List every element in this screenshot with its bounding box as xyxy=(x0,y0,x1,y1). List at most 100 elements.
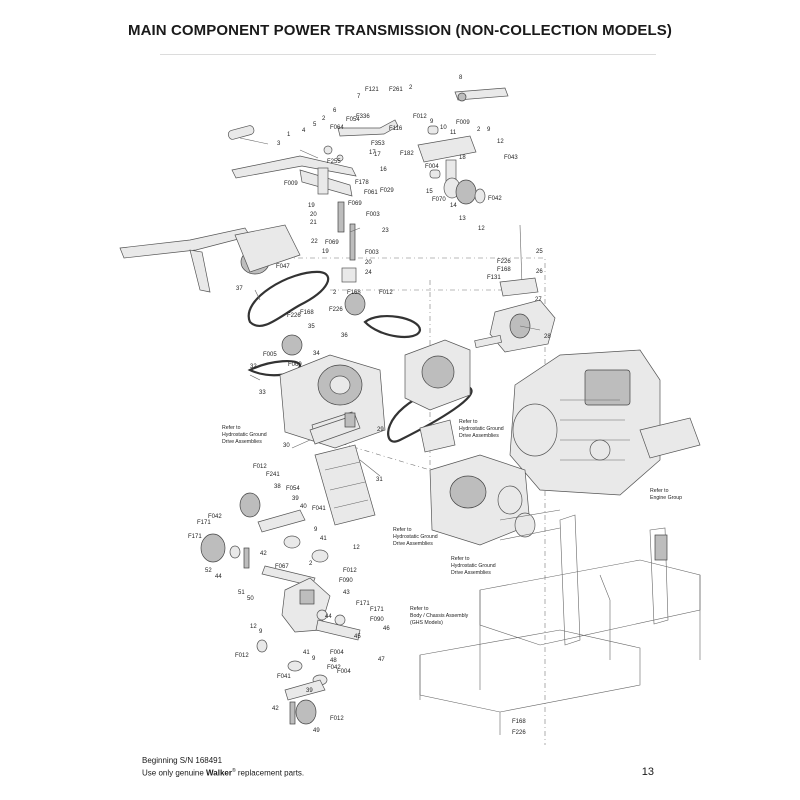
callout: F226 xyxy=(512,730,526,736)
footer-use-prefix: Use only genuine xyxy=(142,768,207,778)
callout: F182 xyxy=(400,151,414,157)
svg-text:Hydrostatic Ground: Hydrostatic Ground xyxy=(222,432,267,438)
callout: 40 xyxy=(300,504,307,510)
callout: F070 xyxy=(432,197,446,203)
svg-text:Drive Assemblies: Drive Assemblies xyxy=(451,570,491,576)
callout: F054 xyxy=(286,486,300,492)
callout: 9 xyxy=(430,119,434,125)
callout: 11 xyxy=(450,130,457,136)
callout: F178 xyxy=(355,180,369,186)
svg-text:Hydrostatic Ground: Hydrostatic Ground xyxy=(459,426,504,432)
lift-frame xyxy=(119,224,301,293)
callout: 30 xyxy=(283,443,290,449)
callout: F069 xyxy=(288,362,302,368)
callout: 36 xyxy=(341,333,348,339)
callout: F041 xyxy=(277,674,291,680)
callout: F042 xyxy=(327,665,341,671)
callout: 44 xyxy=(215,574,222,580)
callout: 33 xyxy=(259,390,266,396)
lower-left-parts xyxy=(200,492,361,725)
callout: F064 xyxy=(330,125,344,131)
center-gearbox xyxy=(404,339,471,453)
callout: F054 xyxy=(346,117,360,123)
callout: 34 xyxy=(313,351,320,357)
callout: F171 xyxy=(356,601,370,607)
callout: 2 xyxy=(409,85,413,91)
callout: 17 xyxy=(369,150,376,156)
callout: 14 xyxy=(450,203,457,209)
callout: 44 xyxy=(325,614,332,620)
callout: 48 xyxy=(330,658,337,664)
callout: 21 xyxy=(310,220,317,226)
callout: 27 xyxy=(535,297,542,303)
callout: F171 xyxy=(188,534,202,540)
shaft-30 xyxy=(309,412,361,445)
callout: 10 xyxy=(440,125,447,131)
callout: 18 xyxy=(459,155,466,161)
callout: F069 xyxy=(348,201,362,207)
callout: F171 xyxy=(370,607,384,613)
callout: 3 xyxy=(277,141,281,147)
callout: 2 xyxy=(333,290,337,296)
page-title: MAIN COMPONENT POWER TRANSMISSION (NON-C… xyxy=(127,22,672,39)
callout: 7 xyxy=(357,94,361,100)
callout: 39 xyxy=(306,688,313,694)
callout: F012 xyxy=(253,464,267,470)
callout: F041 xyxy=(312,506,326,512)
engine xyxy=(509,349,701,496)
callout: 9 xyxy=(314,527,318,533)
callout: F171 xyxy=(197,520,211,526)
callout: 15 xyxy=(426,189,433,195)
callout: F069 xyxy=(325,240,339,246)
callout: 22 xyxy=(311,239,318,245)
callout: 43 xyxy=(343,590,350,596)
callout: 26 xyxy=(536,269,543,275)
callout: F012 xyxy=(413,114,427,120)
callout: F012 xyxy=(235,653,249,659)
callout: 16 xyxy=(380,167,387,173)
callout: F226 xyxy=(329,307,343,313)
callout: 41 xyxy=(320,536,327,542)
callout: 20 xyxy=(365,260,372,266)
callout: 2 xyxy=(309,561,313,567)
svg-text:Refer to: Refer to xyxy=(410,606,429,612)
callout: F012 xyxy=(379,290,393,296)
callout: 41 xyxy=(303,650,310,656)
callout: F226 xyxy=(497,259,511,265)
callout: F116 xyxy=(389,126,403,132)
callout: F168 xyxy=(512,719,526,725)
callout: F043 xyxy=(504,155,518,161)
callout: F241 xyxy=(266,472,280,478)
part-callouts: 8 F121 F261 2 7 F336 F054 6 F064 5 4 3 2… xyxy=(188,75,551,736)
callout: 49 xyxy=(313,728,320,734)
callout: F353 xyxy=(371,141,385,147)
reference-note-body: Refer to Body / Chassis Assembly (GHS Mo… xyxy=(410,606,469,626)
svg-text:Drive Assemblies: Drive Assemblies xyxy=(222,439,262,445)
idler-pulleys xyxy=(281,267,366,356)
callout: F090 xyxy=(370,617,384,623)
callout: 9 xyxy=(259,629,263,635)
callout: 17 xyxy=(374,152,381,158)
svg-text:Refer to: Refer to xyxy=(393,527,412,533)
callout: 42 xyxy=(272,706,279,712)
callout: 23 xyxy=(382,228,389,234)
callout: F042 xyxy=(488,196,502,202)
svg-text:Drive Assemblies: Drive Assemblies xyxy=(393,541,433,547)
callout: 28 xyxy=(544,334,551,340)
callout: F003 xyxy=(366,212,380,218)
callout: F047 xyxy=(276,264,290,270)
callout: F261 xyxy=(389,87,403,93)
svg-text:Refer to: Refer to xyxy=(222,425,241,431)
callout: 9 xyxy=(487,127,491,133)
callout: 32 xyxy=(250,364,257,370)
callout: 35 xyxy=(308,324,315,330)
callout: F168 xyxy=(497,267,511,273)
footer-brand: Walker xyxy=(206,768,232,778)
callout: F005 xyxy=(263,352,277,358)
svg-text:Refer to: Refer to xyxy=(451,556,470,562)
callout: 46 xyxy=(383,626,390,632)
svg-text:Refer to: Refer to xyxy=(459,419,478,425)
callout: 20 xyxy=(310,212,317,218)
callout: 19 xyxy=(308,203,315,209)
right-gearbox xyxy=(474,224,556,353)
